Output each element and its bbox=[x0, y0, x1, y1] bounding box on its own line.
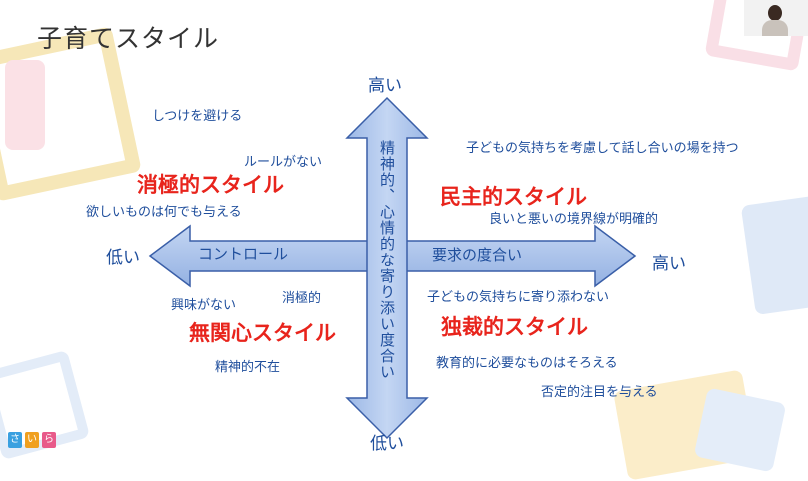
logo-letter-3: ら bbox=[42, 432, 56, 448]
participant-head bbox=[768, 5, 782, 21]
br-style-name: 独裁的スタイル bbox=[441, 315, 588, 339]
bl-style-name: 無関心スタイル bbox=[189, 321, 336, 345]
tl-style-name: 消極的スタイル bbox=[137, 173, 284, 197]
br-note-1: 子どもの気持ちに寄り添わない bbox=[427, 290, 610, 305]
br-note-3: 否定的注目を与える bbox=[541, 385, 658, 400]
tr-style-name: 民主的スタイル bbox=[440, 185, 587, 209]
tr-note-2: 良いと悪いの境界線が明確的 bbox=[489, 212, 659, 227]
axis-bottom-label: 低い bbox=[370, 434, 404, 454]
tl-note-2: ルールがない bbox=[244, 155, 323, 170]
participant-body bbox=[762, 20, 788, 36]
participant-video-thumbnail[interactable] bbox=[744, 0, 808, 36]
bl-note-2: 消極的 bbox=[282, 291, 322, 306]
page-title: 子育てスタイル bbox=[37, 24, 220, 53]
tr-note-1: 子どもの気持ちを考慮して話し合いの場を持つ bbox=[466, 141, 739, 156]
br-note-2: 教育的に必要なものはそろえる bbox=[436, 356, 618, 371]
logo-letter-2: い bbox=[25, 432, 39, 448]
axis-right-label: 高い bbox=[652, 254, 686, 274]
axis-left-label: 低い bbox=[106, 248, 140, 268]
brand-logo: さ い ら bbox=[8, 432, 56, 448]
tl-note-1: しつけを避ける bbox=[152, 109, 243, 124]
right-arrow-label: 要求の度合い bbox=[432, 246, 523, 264]
bl-note-3: 精神的不在 bbox=[215, 360, 281, 375]
vertical-arrow-label: 精神的、心情的な寄り添い度合い bbox=[378, 140, 396, 380]
bl-note-1: 興味がない bbox=[171, 298, 237, 313]
axis-diagram bbox=[148, 96, 637, 440]
axis-top-label: 高い bbox=[368, 76, 402, 96]
vertical-arrow bbox=[345, 96, 429, 440]
deco-square-top-left-pink bbox=[5, 60, 45, 150]
left-arrow-label: コントロール bbox=[198, 245, 289, 263]
logo-letter-1: さ bbox=[8, 432, 22, 448]
tl-note-3: 欲しいものは何でも与える bbox=[86, 205, 242, 220]
